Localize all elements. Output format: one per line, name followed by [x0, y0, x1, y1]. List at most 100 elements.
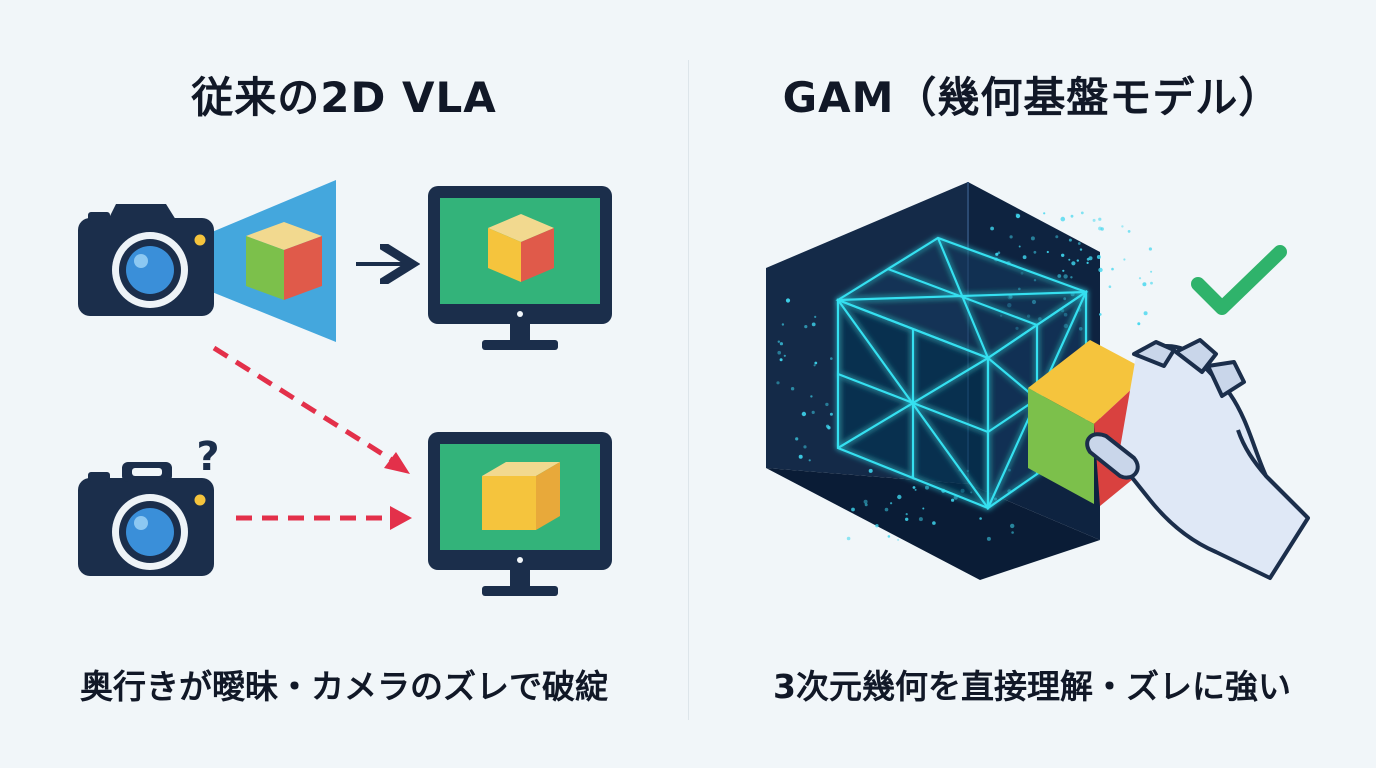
panel-divider: [688, 60, 689, 720]
particle-dot: [1070, 276, 1073, 279]
particle-dot: [1086, 261, 1089, 264]
particle-dot: [783, 354, 786, 357]
particle-dot: [1150, 270, 1153, 273]
particle-dot: [1137, 322, 1141, 326]
particle-dot: [801, 411, 807, 417]
particle-dot: [795, 437, 799, 441]
traditional-2d-vla-panel: 従来の2D VLA: [78, 73, 612, 706]
particle-dot: [979, 517, 982, 520]
particle-dot: [830, 357, 833, 360]
traditional-vla-illustration: ?: [78, 180, 612, 596]
particle-dot: [912, 486, 916, 489]
particle-dot: [810, 395, 813, 398]
particle-dot: [1046, 250, 1049, 254]
particle-dot: [776, 381, 780, 385]
particle-dot: [1043, 212, 1046, 215]
particle-dot: [875, 524, 879, 528]
particle-dot: [1080, 211, 1084, 215]
particle-dot: [813, 364, 816, 367]
particle-dot: [990, 226, 994, 231]
particle-dot: [1018, 245, 1021, 248]
particle-dot: [918, 517, 923, 522]
left-panel-caption: 奥行きが曖昧・カメラのズレで破綻: [80, 667, 608, 706]
particle-dot: [905, 517, 909, 521]
particle-dot: [785, 298, 791, 303]
particle-dot: [1068, 258, 1071, 261]
particle-dot: [777, 350, 781, 355]
particle-dot: [1015, 213, 1018, 216]
particle-dot: [790, 387, 795, 391]
particle-dot: [897, 538, 900, 541]
particle-dot: [1143, 311, 1148, 316]
particle-dot: [1055, 235, 1059, 239]
particle-dot: [1015, 213, 1021, 219]
camera-icon: [78, 204, 214, 316]
particle-dot: [1022, 255, 1027, 260]
particle-dot: [1011, 531, 1014, 534]
particle-dot: [995, 252, 999, 256]
particle-dot: [829, 412, 833, 416]
particle-dot: [1060, 216, 1066, 222]
particle-dot: [846, 536, 851, 541]
particle-dot: [1088, 256, 1093, 261]
gam-panel: GAM（幾何基盤モデル）: [688, 0, 1376, 768]
particle-dot: [1150, 281, 1153, 285]
particle-dot: [811, 410, 815, 414]
particle-dot: [1033, 250, 1037, 254]
particle-dot: [887, 535, 891, 538]
right-panel-caption: 3次元幾何を直接理解・ズレに強い: [773, 667, 1291, 706]
particle-dot: [1098, 226, 1102, 231]
particle-dot: [804, 325, 808, 329]
particle-dot: [1062, 269, 1065, 272]
particle-dot: [951, 498, 955, 502]
gam-illustration: [766, 182, 1310, 580]
particle-dot: [1076, 259, 1079, 262]
particle-dot: [814, 361, 818, 365]
particle-dot: [1099, 313, 1102, 316]
particle-dot: [897, 494, 902, 500]
particle-dot: [922, 507, 925, 510]
particle-dot: [1098, 267, 1103, 273]
particle-dot: [1079, 248, 1083, 251]
particle-dot: [1077, 242, 1081, 245]
particle-dot: [827, 426, 831, 430]
particle-dot: [1092, 218, 1096, 222]
particle-dot: [884, 507, 889, 512]
particle-dot: [803, 445, 807, 449]
particle-dot: [864, 503, 868, 507]
particle-dot: [1071, 261, 1076, 266]
right-panel-title: GAM（幾何基盤モデル）: [782, 73, 1282, 122]
particle-dot: [932, 521, 936, 525]
particle-dot: [997, 251, 1001, 254]
particle-dot: [777, 340, 780, 343]
particle-dot: [1098, 217, 1102, 221]
particle-dot: [890, 502, 893, 505]
particle-dot: [905, 513, 908, 516]
particle-dot: [1070, 214, 1074, 218]
particle-dot: [863, 499, 868, 504]
particle-dot: [1148, 247, 1152, 251]
particle-dot: [779, 342, 783, 346]
shifted-camera-icon: [78, 462, 214, 576]
particle-dot: [781, 323, 785, 326]
particle-dot: [1111, 267, 1114, 271]
particle-dot: [1030, 236, 1035, 241]
particle-dot: [1010, 523, 1015, 529]
particle-dot: [798, 454, 803, 459]
particle-dot: [1061, 253, 1065, 257]
particle-dot: [925, 485, 929, 490]
question-mark-icon: ?: [196, 434, 219, 480]
distorted-cube: [482, 462, 560, 530]
particle-dot: [868, 468, 873, 473]
particle-dot: [1123, 258, 1126, 261]
particle-dot: [851, 507, 855, 512]
particle-dot: [779, 358, 783, 362]
particle-dot: [1138, 277, 1142, 280]
robot-hand-icon: [1085, 338, 1310, 580]
particle-dot: [1057, 274, 1062, 278]
particle-dot: [1063, 274, 1068, 279]
projected-cube: [246, 222, 322, 300]
particle-dot: [808, 459, 811, 462]
check-mark-icon: [1191, 245, 1287, 315]
particle-dot: [986, 536, 991, 541]
